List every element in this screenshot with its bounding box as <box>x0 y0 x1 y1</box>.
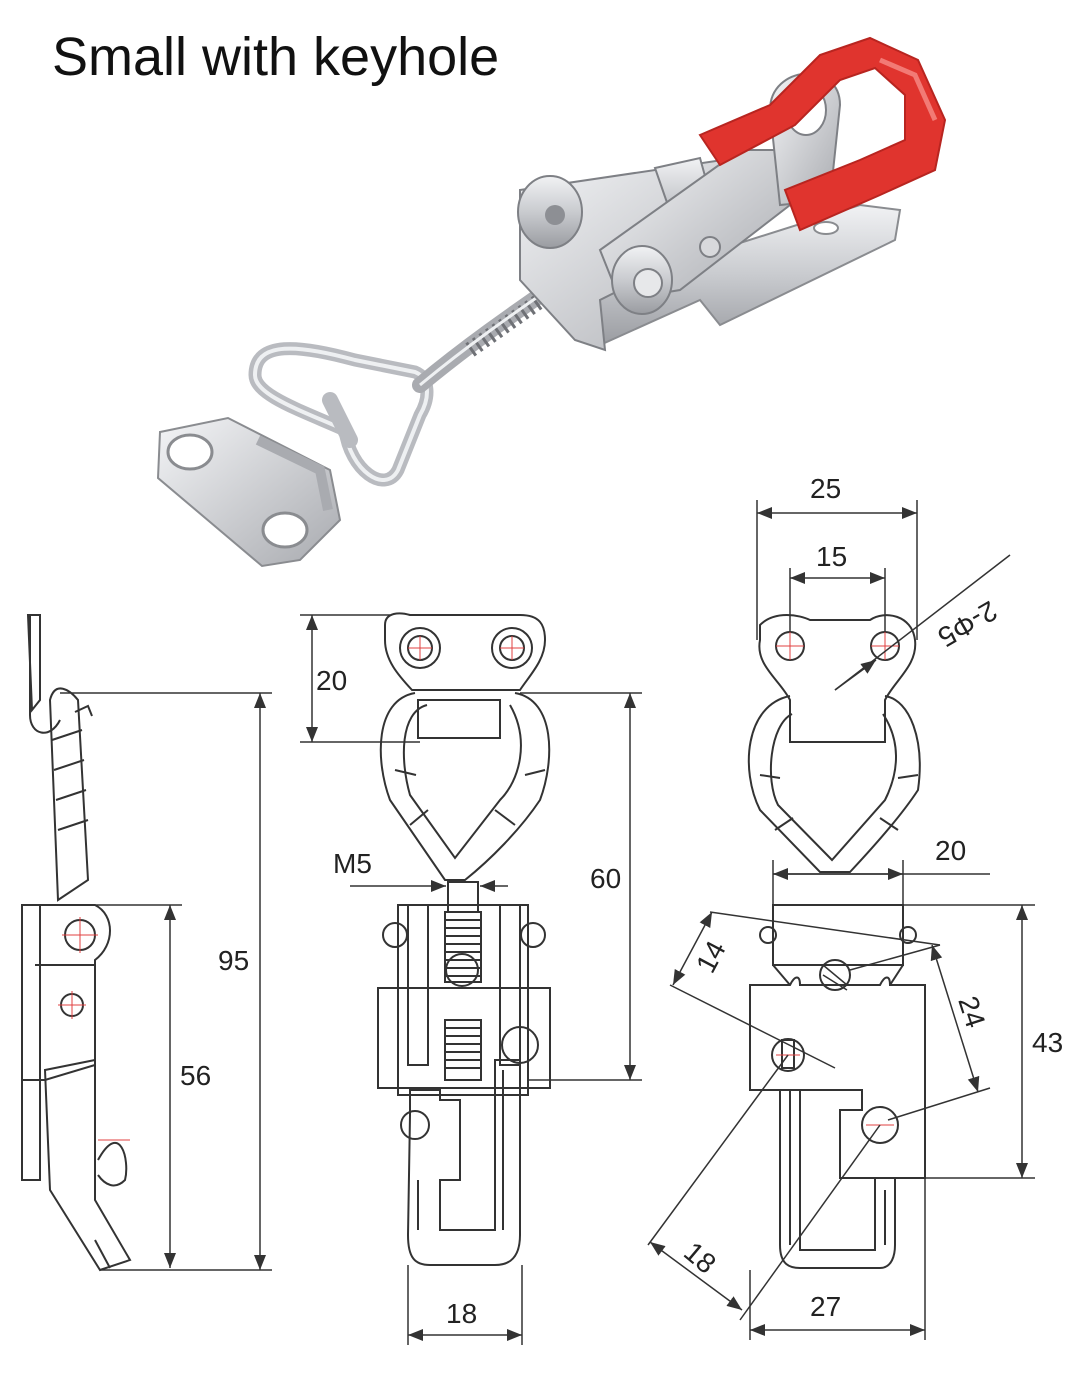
front-center-marks <box>408 636 524 660</box>
dim-15: 15 <box>816 541 847 572</box>
side-view <box>21 614 132 1272</box>
dim-24: 24 <box>952 992 991 1031</box>
handle-grip <box>698 36 947 232</box>
dim-60: 60 <box>590 863 621 894</box>
front-view <box>377 612 551 1266</box>
side-dimensions <box>60 692 272 1271</box>
dim-2-phi5: 2-Φ5 <box>933 595 1003 653</box>
dim-43: 43 <box>1032 1027 1063 1058</box>
dim-20-right: 20 <box>935 835 966 866</box>
dim-27: 27 <box>810 1291 841 1322</box>
page-title: Small with keyhole <box>52 27 500 87</box>
keeper-plate <box>156 416 342 568</box>
dim-25: 25 <box>810 473 841 504</box>
dim-m5: M5 <box>333 848 372 879</box>
dim-20-top: 20 <box>316 665 347 696</box>
right-center-marks <box>776 632 899 1126</box>
dim-56: 56 <box>180 1060 211 1091</box>
dim-95: 95 <box>218 945 249 976</box>
front-dimensions <box>300 614 642 1345</box>
right-view <box>747 614 926 1269</box>
dim-18-front: 18 <box>446 1298 477 1329</box>
latch-photo <box>156 36 947 568</box>
dim-18-right: 18 <box>678 1236 722 1280</box>
right-dimensions <box>647 500 1035 1340</box>
